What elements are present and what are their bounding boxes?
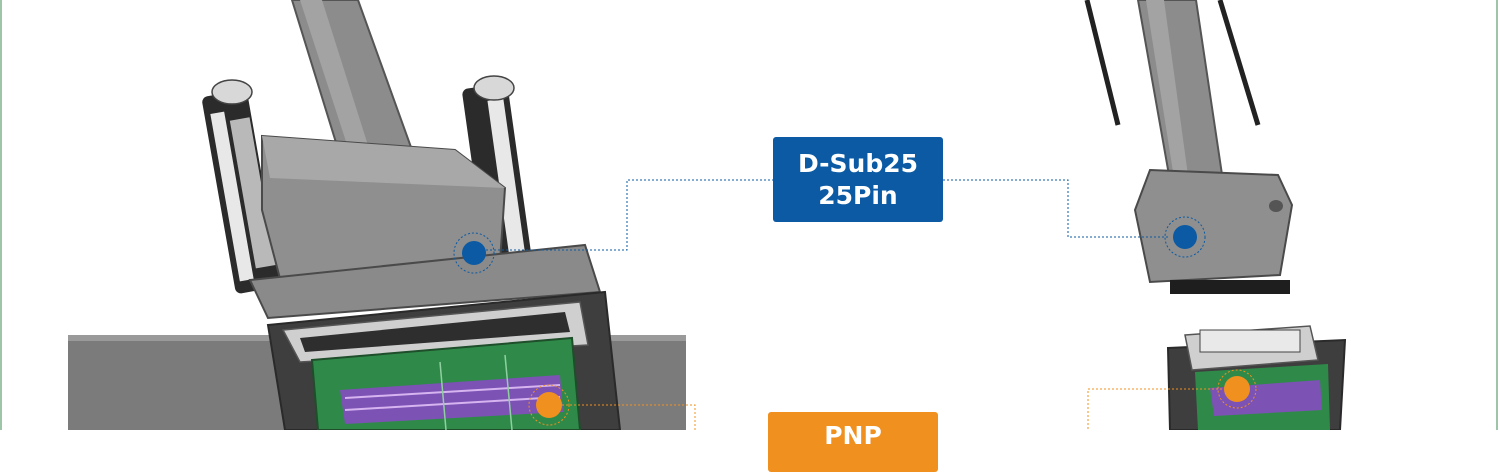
left-wire xyxy=(1084,0,1121,126)
orange-marker xyxy=(536,392,562,418)
dsub-label: D-Sub25 25Pin xyxy=(773,137,943,222)
right-wire xyxy=(1217,0,1261,126)
small-blue-marker xyxy=(1173,225,1197,249)
small-orange-marker-ring xyxy=(1217,369,1257,409)
small-blue-marker-ring xyxy=(1164,216,1206,258)
small-connector-assembly xyxy=(1084,0,1347,430)
small-hood xyxy=(1133,168,1294,284)
orange-marker-ring xyxy=(528,384,570,426)
orange-leader-right xyxy=(1087,388,1222,430)
dsub-label-line1: D-Sub25 xyxy=(797,148,919,178)
large-connector-assembly xyxy=(68,0,686,430)
pcb-board xyxy=(310,336,582,430)
leader-lines xyxy=(486,179,1222,430)
pnp-label-line1: PNP xyxy=(824,421,882,450)
small-orange-marker xyxy=(1224,376,1250,402)
orange-leader-left xyxy=(562,404,696,430)
blue-marker xyxy=(462,241,486,265)
connector-diagram xyxy=(68,0,1347,430)
blue-leader-right xyxy=(943,179,1170,238)
dsub-label-line2: 25Pin xyxy=(818,180,898,210)
left-thumbscrew xyxy=(202,79,281,294)
blue-leader-left xyxy=(486,179,773,251)
blue-marker-ring xyxy=(453,232,495,274)
pnp-label: PNP xyxy=(768,412,938,472)
